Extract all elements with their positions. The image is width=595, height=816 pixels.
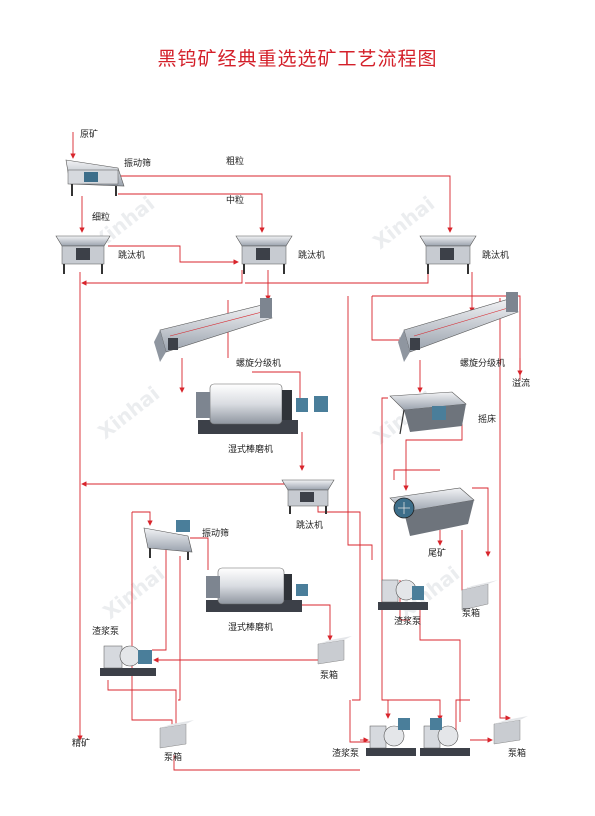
pump-box-2 — [317, 636, 352, 665]
label-pump-box-3: 泵箱 — [164, 751, 182, 763]
label-classifier-2: 螺旋分级机 — [460, 357, 505, 369]
label-shaking-table: 摇床 — [478, 413, 496, 425]
jig-4 — [281, 479, 335, 514]
label-concentrate: 精矿 — [72, 737, 90, 749]
slurry-pump-3b — [420, 718, 470, 756]
watermark-text: Xinhai — [93, 381, 164, 444]
label-slurry-pump-1: 渣浆泵 — [92, 625, 119, 637]
label-slurry-pump-3: 渣浆泵 — [332, 747, 359, 759]
wet-rod-mill-2 — [206, 567, 308, 612]
label-tailings: 尾矿 — [428, 547, 446, 559]
label-jig-1: 跳汰机 — [118, 249, 145, 261]
page-title: 黑钨矿经典重选选矿工艺流程图 — [157, 48, 438, 70]
pump-box-1 — [461, 580, 498, 611]
spiral-classifier-2 — [398, 292, 519, 362]
label-vibrating-screen-2: 振动筛 — [202, 527, 229, 539]
label-vibrating-screen-1: 振动筛 — [124, 157, 151, 169]
label-pump-box-2: 泵箱 — [320, 669, 338, 681]
pump-box-4 — [493, 716, 528, 745]
label-jig-4: 跳汰机 — [296, 519, 323, 531]
label-rod-mill-2: 湿式棒磨机 — [228, 621, 273, 633]
label-pump-box-4: 泵箱 — [508, 747, 526, 759]
label-overflow: 溢流 — [512, 377, 530, 389]
vibrating-screen-1 — [65, 159, 125, 196]
shaking-table-2 — [389, 487, 475, 536]
label-slurry-pump-2: 渣浆泵 — [394, 615, 421, 627]
label-jig-3: 跳汰机 — [482, 249, 509, 261]
label-classifier-1: 螺旋分级机 — [236, 357, 281, 369]
slurry-pump-3a — [366, 718, 416, 756]
labels: 原矿 振动筛 粗粒 中粒 细粒 跳汰机 跳汰机 跳汰机 螺旋分级机 螺旋分级机 … — [72, 128, 530, 763]
label-fine: 细粒 — [92, 211, 110, 223]
jig-2 — [235, 235, 293, 274]
label-raw-ore: 原矿 — [80, 128, 98, 140]
watermark-text: Xinhai — [98, 561, 169, 624]
label-pump-box-1: 泵箱 — [462, 607, 480, 619]
shaking-table-1 — [389, 391, 467, 435]
slurry-pump-2 — [378, 579, 428, 610]
wet-rod-mill-1 — [196, 383, 328, 434]
vibrating-screen-2 — [143, 520, 193, 560]
label-coarse: 粗粒 — [226, 155, 244, 167]
label-medium: 中粒 — [226, 194, 244, 206]
jig-3 — [419, 235, 477, 274]
jig-1 — [55, 235, 111, 274]
pump-box-3 — [159, 720, 194, 749]
slurry-pump-1 — [100, 645, 156, 676]
label-jig-2: 跳汰机 — [298, 249, 325, 261]
label-rod-mill-1: 湿式棒磨机 — [228, 443, 273, 455]
flow-lines — [70, 132, 523, 771]
spiral-classifier-1 — [154, 298, 273, 362]
